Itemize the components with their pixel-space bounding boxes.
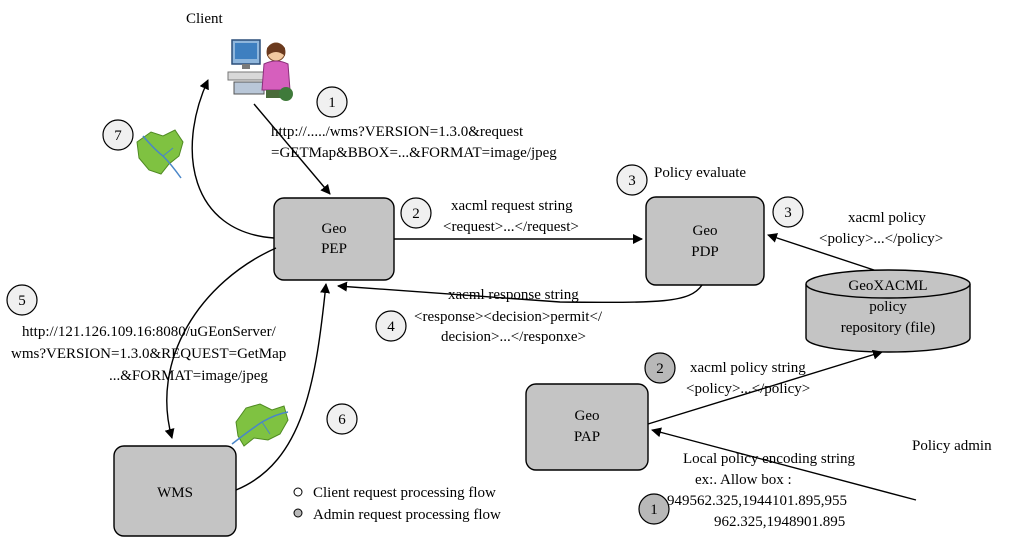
step-number: 3: [628, 173, 636, 189]
step-3-policy-load-marker: 3: [772, 196, 804, 228]
admin-policy-string-line-1: xacml policy string: [690, 360, 806, 376]
arrow-pep-to-client: [191, 79, 275, 239]
wms-request-url-line-2: wms?VERSION=1.3.0&REQUEST=GetMap: [11, 346, 286, 362]
pap-label-line-1: Geo: [575, 408, 600, 424]
request-string-line-1: xacml request string: [451, 198, 573, 214]
wms-request-url-line-3: ...&FORMAT=image/jpeg: [109, 368, 268, 384]
wms-request-url-line-1: http://121.126.109.16:8080/uGEonServer/: [22, 324, 277, 340]
pep-box: Geo PEP: [273, 197, 395, 281]
pdp-label-line-1: Geo: [693, 223, 718, 239]
step-number: 7: [114, 128, 122, 144]
step-4-response-string-marker: 4: [375, 310, 407, 342]
client-request-url-line-1: http://...../wms?VERSION=1.3.0&request: [271, 124, 524, 140]
response-string-line-1: xacml response string: [448, 287, 579, 303]
step-number: 4: [387, 319, 395, 335]
map-icon: [231, 403, 289, 447]
step-3-policy-evaluate-marker: 3: [616, 164, 648, 196]
wms-box: WMS: [113, 445, 237, 537]
repository-label-line-2: policy: [869, 299, 907, 315]
step-number: 1: [328, 95, 336, 111]
step-number: 2: [656, 361, 664, 377]
step-1-client-request-marker: 1: [316, 86, 348, 118]
response-string-line-2: <response><decision>permit</: [414, 309, 603, 325]
client-request-url-line-2: =GETMap&BBOX=...&FORMAT=image/jpeg: [271, 145, 557, 161]
client-label: Client: [186, 11, 223, 27]
legend-admin-flow: Admin request processing flow: [293, 507, 501, 523]
policy-evaluate-label: Policy evaluate: [654, 165, 746, 181]
arrow-wms-to-pep: [235, 283, 331, 491]
map-icon: [136, 129, 184, 179]
pap-box: Geo PAP: [525, 383, 649, 471]
step-number: 5: [18, 293, 26, 309]
step-number: 6: [338, 412, 346, 428]
pdp-label-line-2: PDP: [691, 244, 719, 260]
legend-admin-flow-label: Admin request processing flow: [313, 507, 501, 523]
legend-client-flow-label: Client request processing flow: [313, 485, 496, 501]
admin-encoding-line-1: Local policy encoding string: [683, 451, 856, 467]
arrow-client-to-pep: [253, 103, 331, 195]
admin-policy-string-line-2: <policy>...</policy>: [686, 381, 810, 397]
repository-label-line-1: GeoXACML: [848, 278, 927, 294]
admin-step-2-policy-string-marker: 2: [644, 352, 676, 384]
policy-admin-label: Policy admin: [912, 438, 992, 454]
policy-load-line-2: <policy>...</policy>: [819, 231, 943, 247]
legend: Client request processing flow Admin req…: [293, 485, 501, 523]
step-7-map-to-client-marker: 7: [102, 119, 134, 151]
client-computer-user-icon: [227, 39, 293, 101]
policy-repository-cylinder: GeoXACML policy repository (file): [805, 269, 971, 353]
step-number: 1: [650, 502, 658, 518]
pdp-box: Geo PDP: [645, 196, 765, 286]
arrow-pep-to-wms: [164, 247, 277, 439]
admin-step-1-encoding-marker: 1: [638, 493, 670, 525]
admin-encoding-line-2: ex:. Allow box :: [695, 472, 792, 488]
pep-label-line-1: Geo: [322, 221, 347, 237]
policy-load-line-1: xacml policy: [848, 210, 926, 226]
wms-label: WMS: [157, 485, 193, 501]
legend-client-flow: Client request processing flow: [293, 485, 496, 501]
step-number: 2: [412, 206, 420, 222]
step-5-wms-request-marker: 5: [6, 284, 38, 316]
arrow-admin-to-pap: [651, 427, 917, 501]
arrow-repository-to-pdp: [767, 233, 881, 273]
step-6-wms-response-marker: 6: [326, 403, 358, 435]
arrow-pap-to-repository: [647, 349, 883, 425]
step-2-request-string-marker: 2: [400, 197, 432, 229]
repository-label-line-3: repository (file): [841, 320, 936, 336]
admin-encoding-line-3: 949562.325,1944101.895,955: [667, 493, 847, 509]
response-string-line-3: decision>...</responxe>: [441, 329, 586, 345]
admin-encoding-line-4: 962.325,1948901.895: [714, 514, 845, 530]
pap-label-line-2: PAP: [574, 429, 600, 445]
request-string-line-2: <request>...</request>: [443, 219, 579, 235]
step-number: 3: [784, 205, 792, 221]
pep-label-line-2: PEP: [321, 241, 347, 257]
arrow-pdp-to-pep: [337, 281, 703, 304]
